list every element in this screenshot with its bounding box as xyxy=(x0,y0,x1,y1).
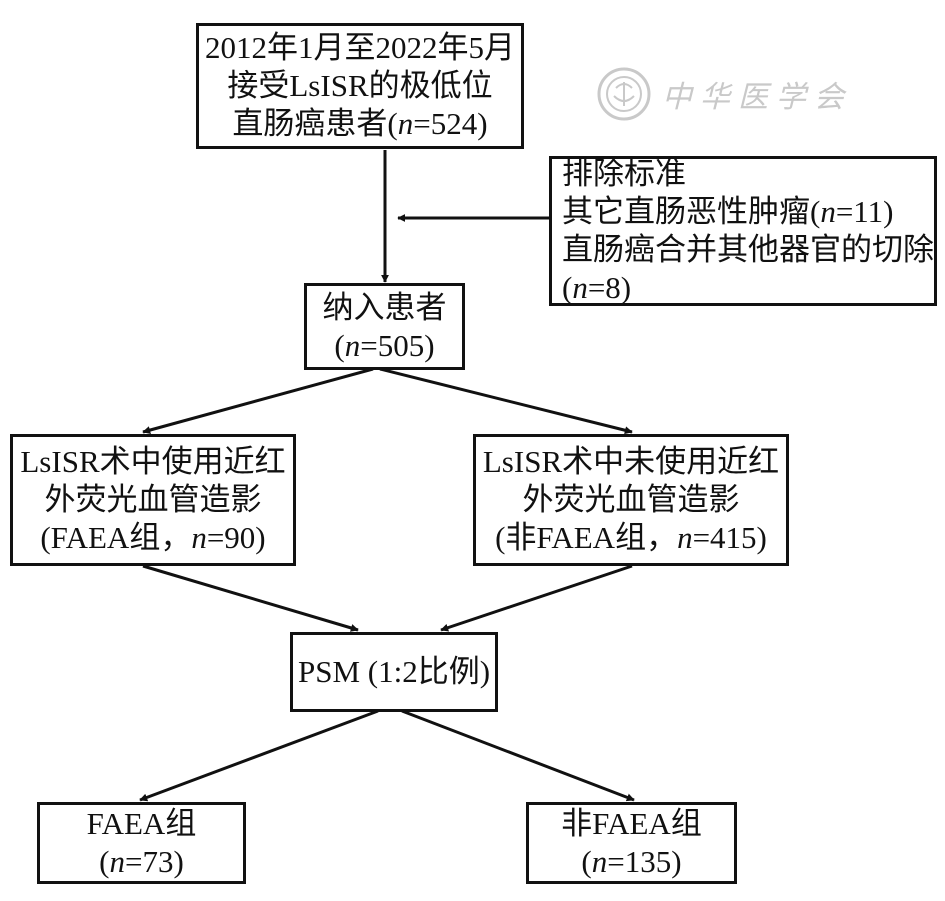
faea-matched-line-1: FAEA组 xyxy=(86,806,197,842)
source-population-box: 2012年1月至2022年5月 接受LsISR的极低位 直肠癌患者(n=524) xyxy=(196,23,524,149)
psm-label: PSM (1:2比例) xyxy=(297,654,491,690)
source-line-3: 直肠癌患者(n=524) xyxy=(232,105,488,141)
faea-line-3: (FAEA组，n=90) xyxy=(40,519,266,555)
source-line-1: 2012年1月至2022年5月 xyxy=(205,30,515,66)
exclusion-title: 排除标准 xyxy=(562,156,686,192)
publisher-watermark: 中华医学会 xyxy=(596,66,852,122)
non-faea-matched-line-2: (n=135) xyxy=(581,844,682,879)
source-line-2: 接受LsISR的极低位 xyxy=(227,68,493,104)
included-line-2: (n=505) xyxy=(334,327,435,363)
non-faea-line-2: 外荧光血管造影 xyxy=(522,482,740,518)
non-faea-line-1: LsISR术中未使用近红 xyxy=(482,444,780,480)
seal-icon xyxy=(597,67,651,121)
exclusion-item-2: 直肠癌合并其他器官的切除 xyxy=(562,232,934,267)
faea-matched-line-2: (n=73) xyxy=(99,844,184,879)
included-patients-box: 纳入患者 (n=505) xyxy=(304,283,465,370)
faea-line-2: 外荧光血管造影 xyxy=(44,482,262,518)
watermark-text: 中华医学会 xyxy=(662,80,852,115)
exclusion-item-3: (n=8) xyxy=(562,269,632,305)
arrow-psm-to-faea-post xyxy=(139,709,379,802)
exclusion-criteria-box: 排除标准 其它直肠恶性肿瘤(n=11) 直肠癌合并其他器官的切除 (n=8) xyxy=(549,156,937,306)
non-faea-matched-box: 非FAEA组 (n=135) xyxy=(526,802,737,884)
arrow-included-to-nonfaea xyxy=(379,367,633,435)
non-faea-matched-line-1: 非FAEA组 xyxy=(561,806,702,842)
included-line-1: 纳入患者 xyxy=(322,289,447,325)
non-faea-group-box: LsISR术中未使用近红 外荧光血管造影 (非FAEA组，n=415) xyxy=(473,434,789,566)
arrow-nonfaea-to-psm xyxy=(440,564,633,632)
arrow-faea-to-psm xyxy=(142,564,359,632)
faea-matched-box: FAEA组 (n=73) xyxy=(37,802,246,884)
faea-line-1: LsISR术中使用近红 xyxy=(20,444,286,480)
arrow-included-to-faea xyxy=(142,367,374,434)
non-faea-line-3: (非FAEA组，n=415) xyxy=(495,519,767,555)
faea-group-box: LsISR术中使用近红 外荧光血管造影 (FAEA组，n=90) xyxy=(10,434,296,566)
psm-box: PSM (1:2比例) xyxy=(290,632,498,712)
exclusion-item-1: 其它直肠恶性肿瘤(n=11) xyxy=(562,194,894,230)
arrow-psm-to-nonfaea-post xyxy=(401,709,635,802)
